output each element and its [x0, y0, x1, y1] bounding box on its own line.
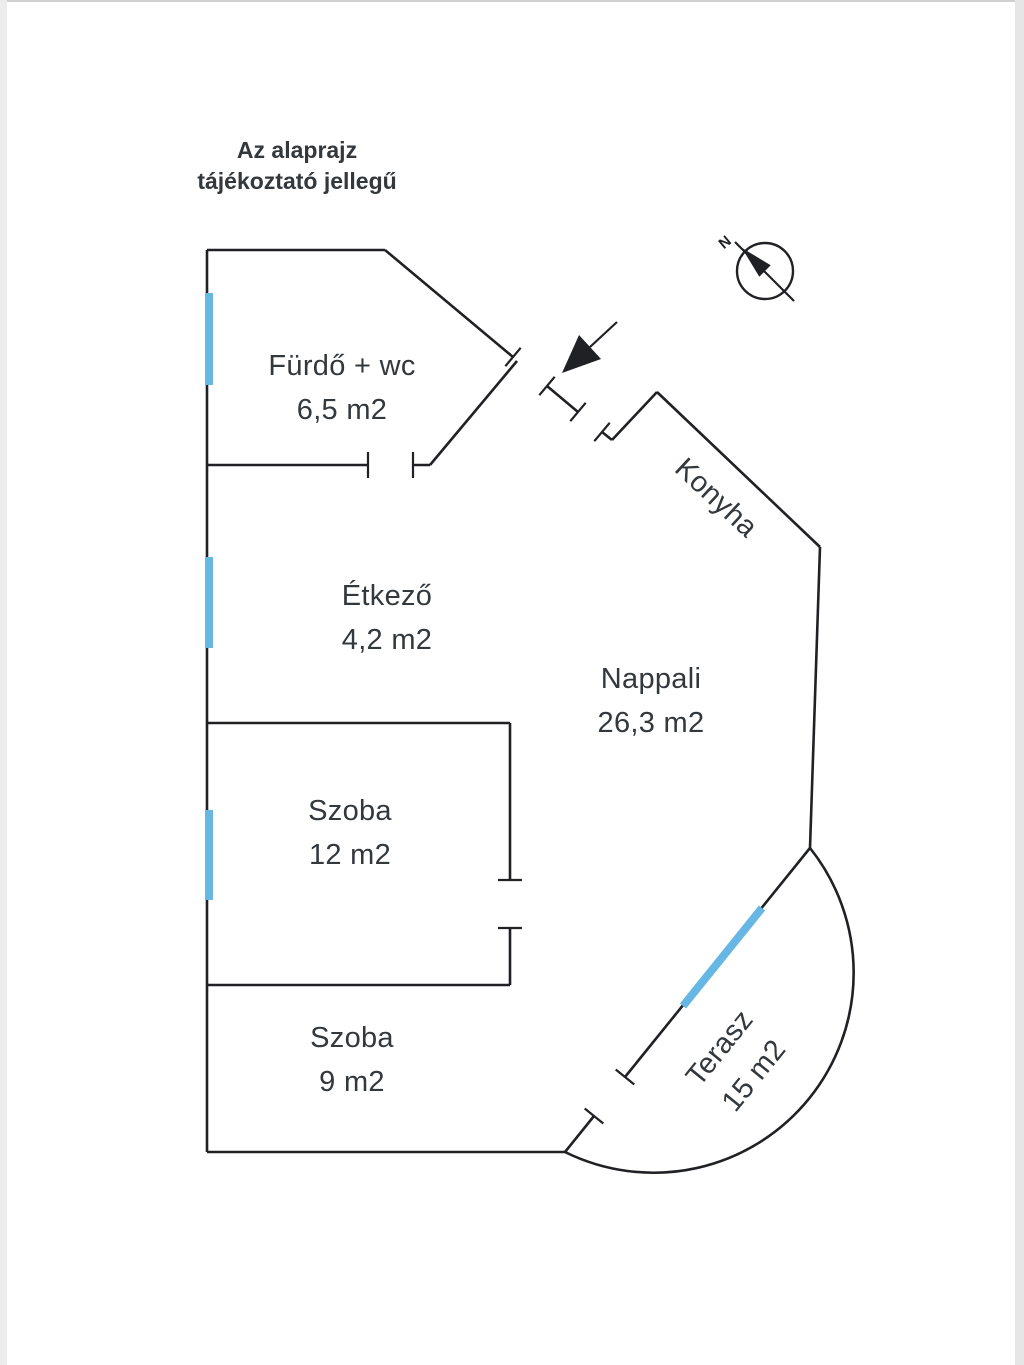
- disclaimer-note: Az alaprajz tájékoztató jellegű: [197, 135, 396, 197]
- room-name: Szoba: [308, 795, 392, 827]
- door-tick: [593, 422, 611, 442]
- door-tick: [538, 376, 556, 396]
- entrance-arrow-head: [562, 335, 601, 373]
- room-name: Nappali: [600, 663, 702, 695]
- wall-bathroom-diagonal: [429, 360, 518, 466]
- scan-edge-left: [0, 0, 7, 1365]
- scan-edge-top: [0, 0, 1024, 2]
- window-terrace: [679, 905, 766, 1009]
- entrance-arrow-tail: [589, 321, 618, 348]
- windows: [205, 293, 766, 1009]
- wall-terrace-b: [563, 1115, 596, 1153]
- terrace-arc: [564, 847, 855, 1175]
- compass-needle-head: [741, 247, 771, 277]
- wall-entrance-diagonal-c: [601, 430, 613, 442]
- room-area: 6,5 m2: [296, 394, 388, 426]
- exterior-walls: [205, 248, 855, 1175]
- room-area: 26,3 m2: [597, 707, 705, 739]
- interior-walls: [207, 360, 518, 987]
- disclaimer-line-1: Az alaprajz: [236, 137, 358, 163]
- door-tick: [569, 402, 587, 422]
- wall-notch: [611, 391, 658, 441]
- entrance-arrow-icon: [562, 321, 618, 373]
- wall-right: [808, 546, 822, 849]
- disclaimer-line-2: tájékoztató jellegű: [197, 168, 397, 194]
- door-tick: [504, 347, 522, 367]
- compass-circle: [735, 241, 795, 301]
- room-label-bathroom: Fürdő + wc 6,5 m2: [268, 344, 415, 432]
- room-label-dining: Étkező 4,2 m2: [342, 574, 432, 662]
- room-area: 4,2 m2: [341, 624, 433, 656]
- room-name: Fürdő + wc: [268, 350, 416, 382]
- scan-edge-right: [1015, 0, 1024, 1365]
- room-name: Szoba: [310, 1022, 394, 1054]
- room-label-living: Nappali 26,3 m2: [598, 657, 705, 745]
- door-tick: [615, 1068, 635, 1086]
- door-tick: [584, 1107, 604, 1125]
- wall-entrance-diagonal-a: [384, 249, 514, 358]
- compass-icon: N: [715, 233, 795, 302]
- room-area: 9 m2: [319, 1066, 385, 1098]
- room-label-room-9: Szoba 9 m2: [310, 1016, 394, 1104]
- wall-kitchen-diagonal: [656, 391, 821, 548]
- room-area: 12 m2: [308, 839, 392, 871]
- room-label-room-12: Szoba 12 m2: [308, 789, 392, 877]
- compass-north-label: N: [715, 233, 734, 253]
- wall-entrance-diagonal-b: [546, 385, 579, 413]
- door-marks: [366, 347, 635, 1125]
- room-name: Étkező: [341, 580, 433, 612]
